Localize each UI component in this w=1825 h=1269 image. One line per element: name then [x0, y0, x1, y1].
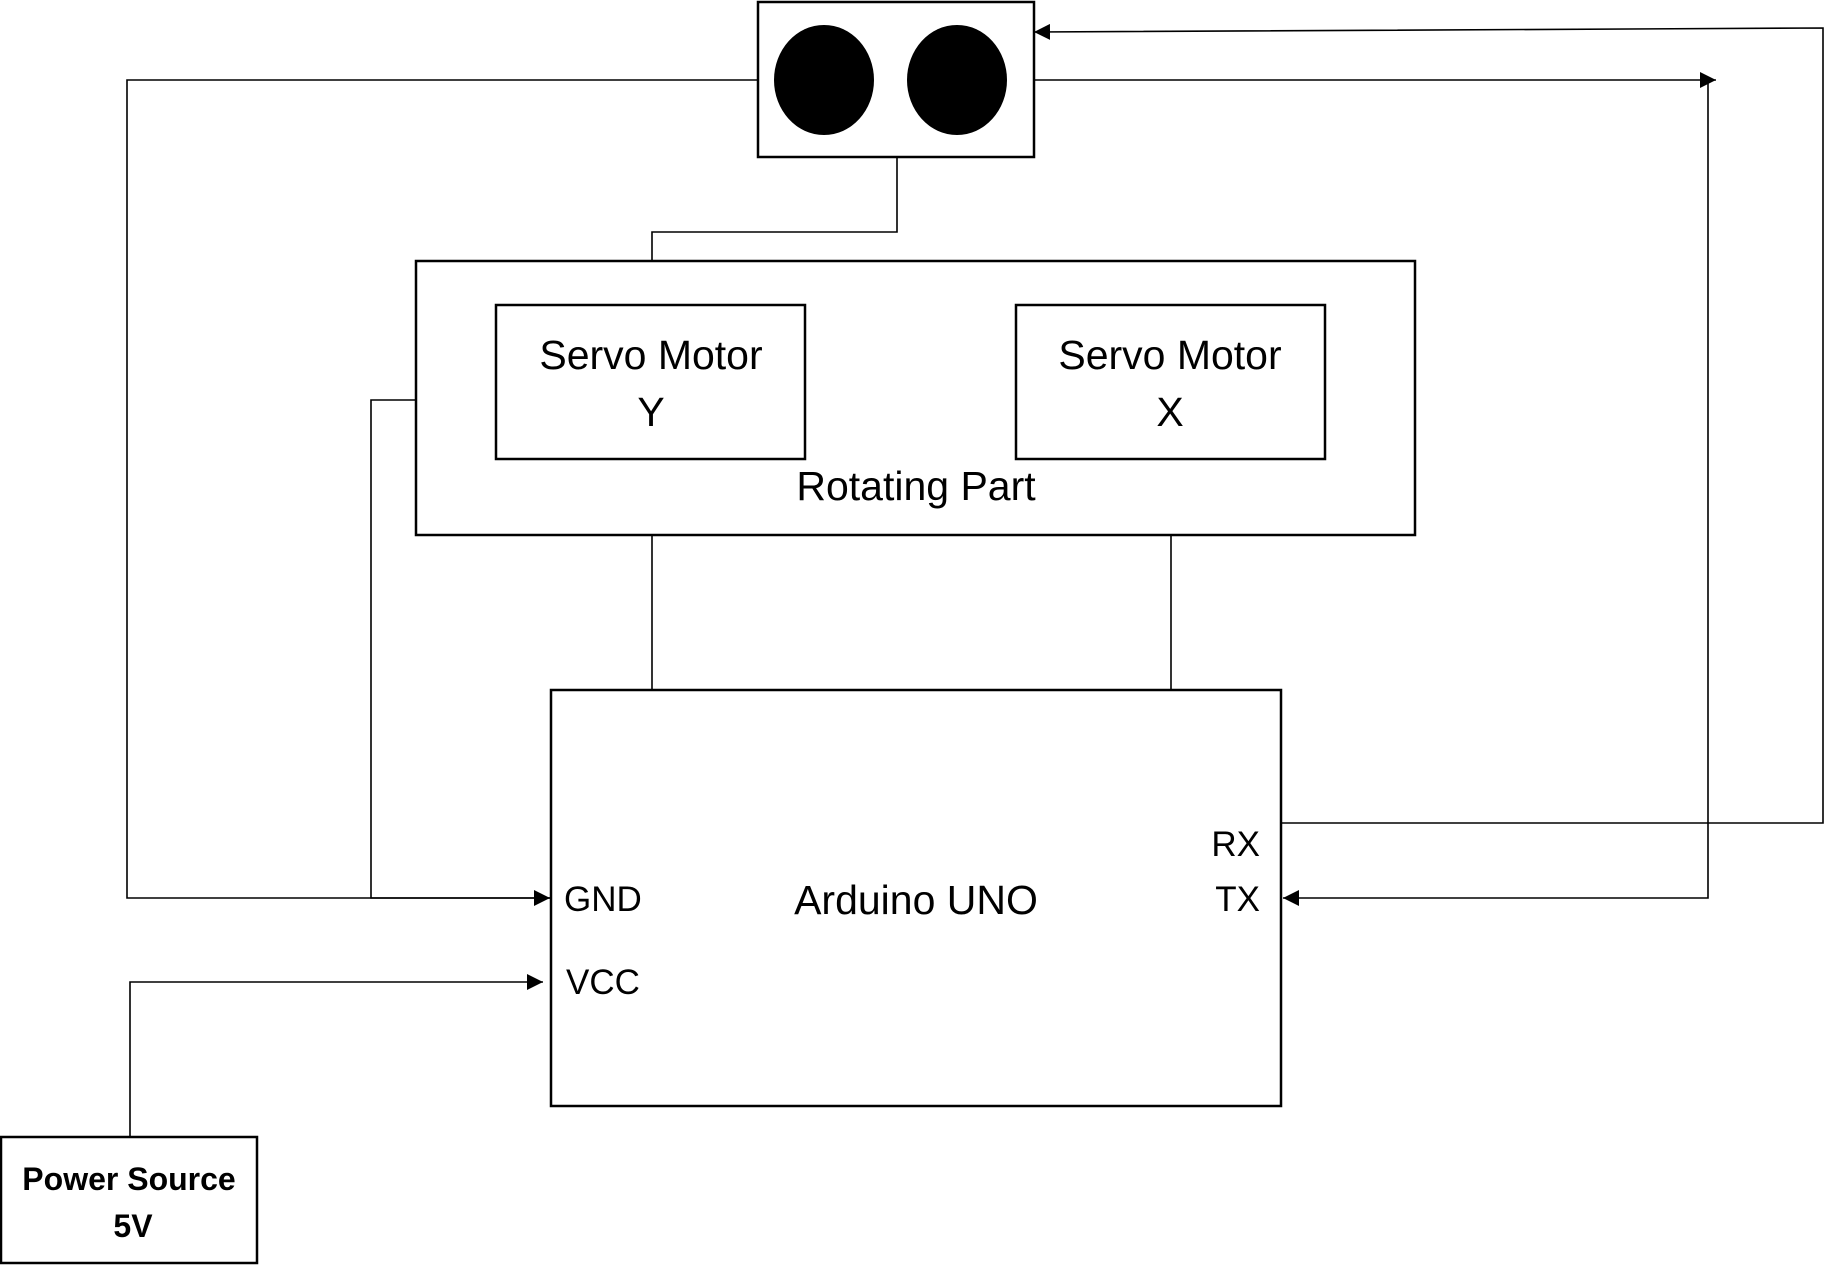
- sensor-transducer-left-icon: [774, 25, 874, 135]
- servo-motor-y: Servo Motor Y: [494, 303, 807, 461]
- pin-rx-label: RX: [1211, 825, 1260, 864]
- pin-gnd-label: GND: [564, 880, 642, 919]
- servo-x-label-line2: X: [1156, 389, 1183, 435]
- pin-vcc-label: VCC: [566, 963, 640, 1002]
- pin-tx-label: TX: [1215, 880, 1260, 919]
- power-source-label-line1: Power Source: [22, 1161, 235, 1197]
- power-source-box: [0, 1135, 259, 1265]
- servo-y-label-line2: Y: [637, 389, 664, 435]
- servo-x-label-line1: Servo Motor: [1058, 332, 1281, 378]
- power-source-label-line2: 5V: [113, 1208, 153, 1244]
- servo-motor-x: Servo Motor X: [1014, 303, 1327, 461]
- servo-y-box: [494, 303, 807, 461]
- rotating-part-label: Rotating Part: [796, 463, 1036, 509]
- sensor-transducer-right-icon: [907, 25, 1007, 135]
- wire-rotating-part-to-gnd: [370, 399, 550, 899]
- wire-return-to-tx: [1283, 80, 1709, 906]
- wire-rx-to-sensor: [1033, 23, 1824, 824]
- wires: [126, 23, 1824, 1136]
- wire-power-to-vcc: [129, 974, 543, 1136]
- arduino-label: Arduino UNO: [794, 877, 1038, 923]
- arduino-uno: Arduino UNO GND VCC RX TX: [549, 688, 1283, 1108]
- wire-sensor-to-gnd: [126, 79, 758, 906]
- power-source: Power Source 5V: [0, 1135, 259, 1265]
- ultrasonic-sensor: [756, 0, 1036, 159]
- servo-x-box: [1014, 303, 1327, 461]
- servo-y-label-line1: Servo Motor: [539, 332, 762, 378]
- arduino-box: [549, 688, 1283, 1108]
